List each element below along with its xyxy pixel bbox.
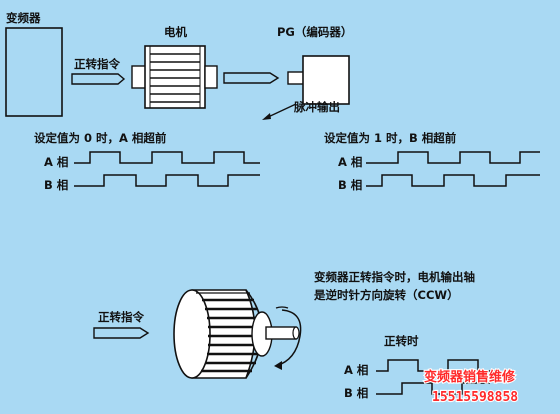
left-phase-a-waveform bbox=[74, 151, 260, 164]
setting-1-label: 设定值为 1 时，B 相超前 bbox=[324, 131, 457, 145]
forward-cmd-top-arrow bbox=[71, 73, 126, 85]
watermark-text: 变频器销售维修 bbox=[424, 369, 516, 385]
right-phase-a-waveform bbox=[366, 151, 540, 164]
note-line-1: 变频器正转指令时，电机输出轴 bbox=[314, 270, 475, 284]
left-phase-b-waveform bbox=[74, 174, 260, 187]
pulse-output-leader bbox=[265, 103, 297, 119]
right-phase-b-label: B 相 bbox=[338, 178, 362, 192]
encoder-icon bbox=[287, 55, 350, 105]
forward-cmd-bottom-label: 正转指令 bbox=[98, 310, 144, 324]
bottom-phase-a-waveform bbox=[376, 359, 496, 372]
motor-to-pg-arrow bbox=[223, 72, 280, 84]
forward-time-label: 正转时 bbox=[384, 334, 419, 348]
note-line-2: 是逆时针方向旋转（CCW） bbox=[313, 288, 459, 302]
forward-cmd-top-label: 正转指令 bbox=[74, 57, 120, 71]
bottom-phase-b-label: B 相 bbox=[344, 386, 368, 400]
setting-0-label: 设定值为 0 时，A 相超前 bbox=[34, 131, 167, 145]
perspective-motor-icon bbox=[173, 289, 302, 379]
motor-label: 电机 bbox=[164, 25, 187, 39]
inverter-label: 变频器 bbox=[6, 11, 41, 25]
left-phase-b-label: B 相 bbox=[44, 178, 68, 192]
motor-icon bbox=[131, 45, 218, 109]
bottom-phase-b-waveform bbox=[376, 382, 490, 395]
watermark-phone: 15515598858 bbox=[432, 390, 518, 405]
pulse-output-label: 脉冲输出 bbox=[293, 100, 340, 114]
left-phase-a-label: A 相 bbox=[44, 155, 68, 169]
right-phase-a-label: A 相 bbox=[338, 155, 362, 169]
forward-cmd-bottom-arrow bbox=[93, 327, 150, 339]
right-phase-b-waveform bbox=[366, 174, 540, 187]
pulse-output-arrowhead bbox=[262, 113, 271, 120]
inverter-box bbox=[5, 27, 63, 117]
pg-label: PG（编码器） bbox=[277, 25, 352, 39]
bottom-phase-a-label: A 相 bbox=[344, 363, 368, 377]
